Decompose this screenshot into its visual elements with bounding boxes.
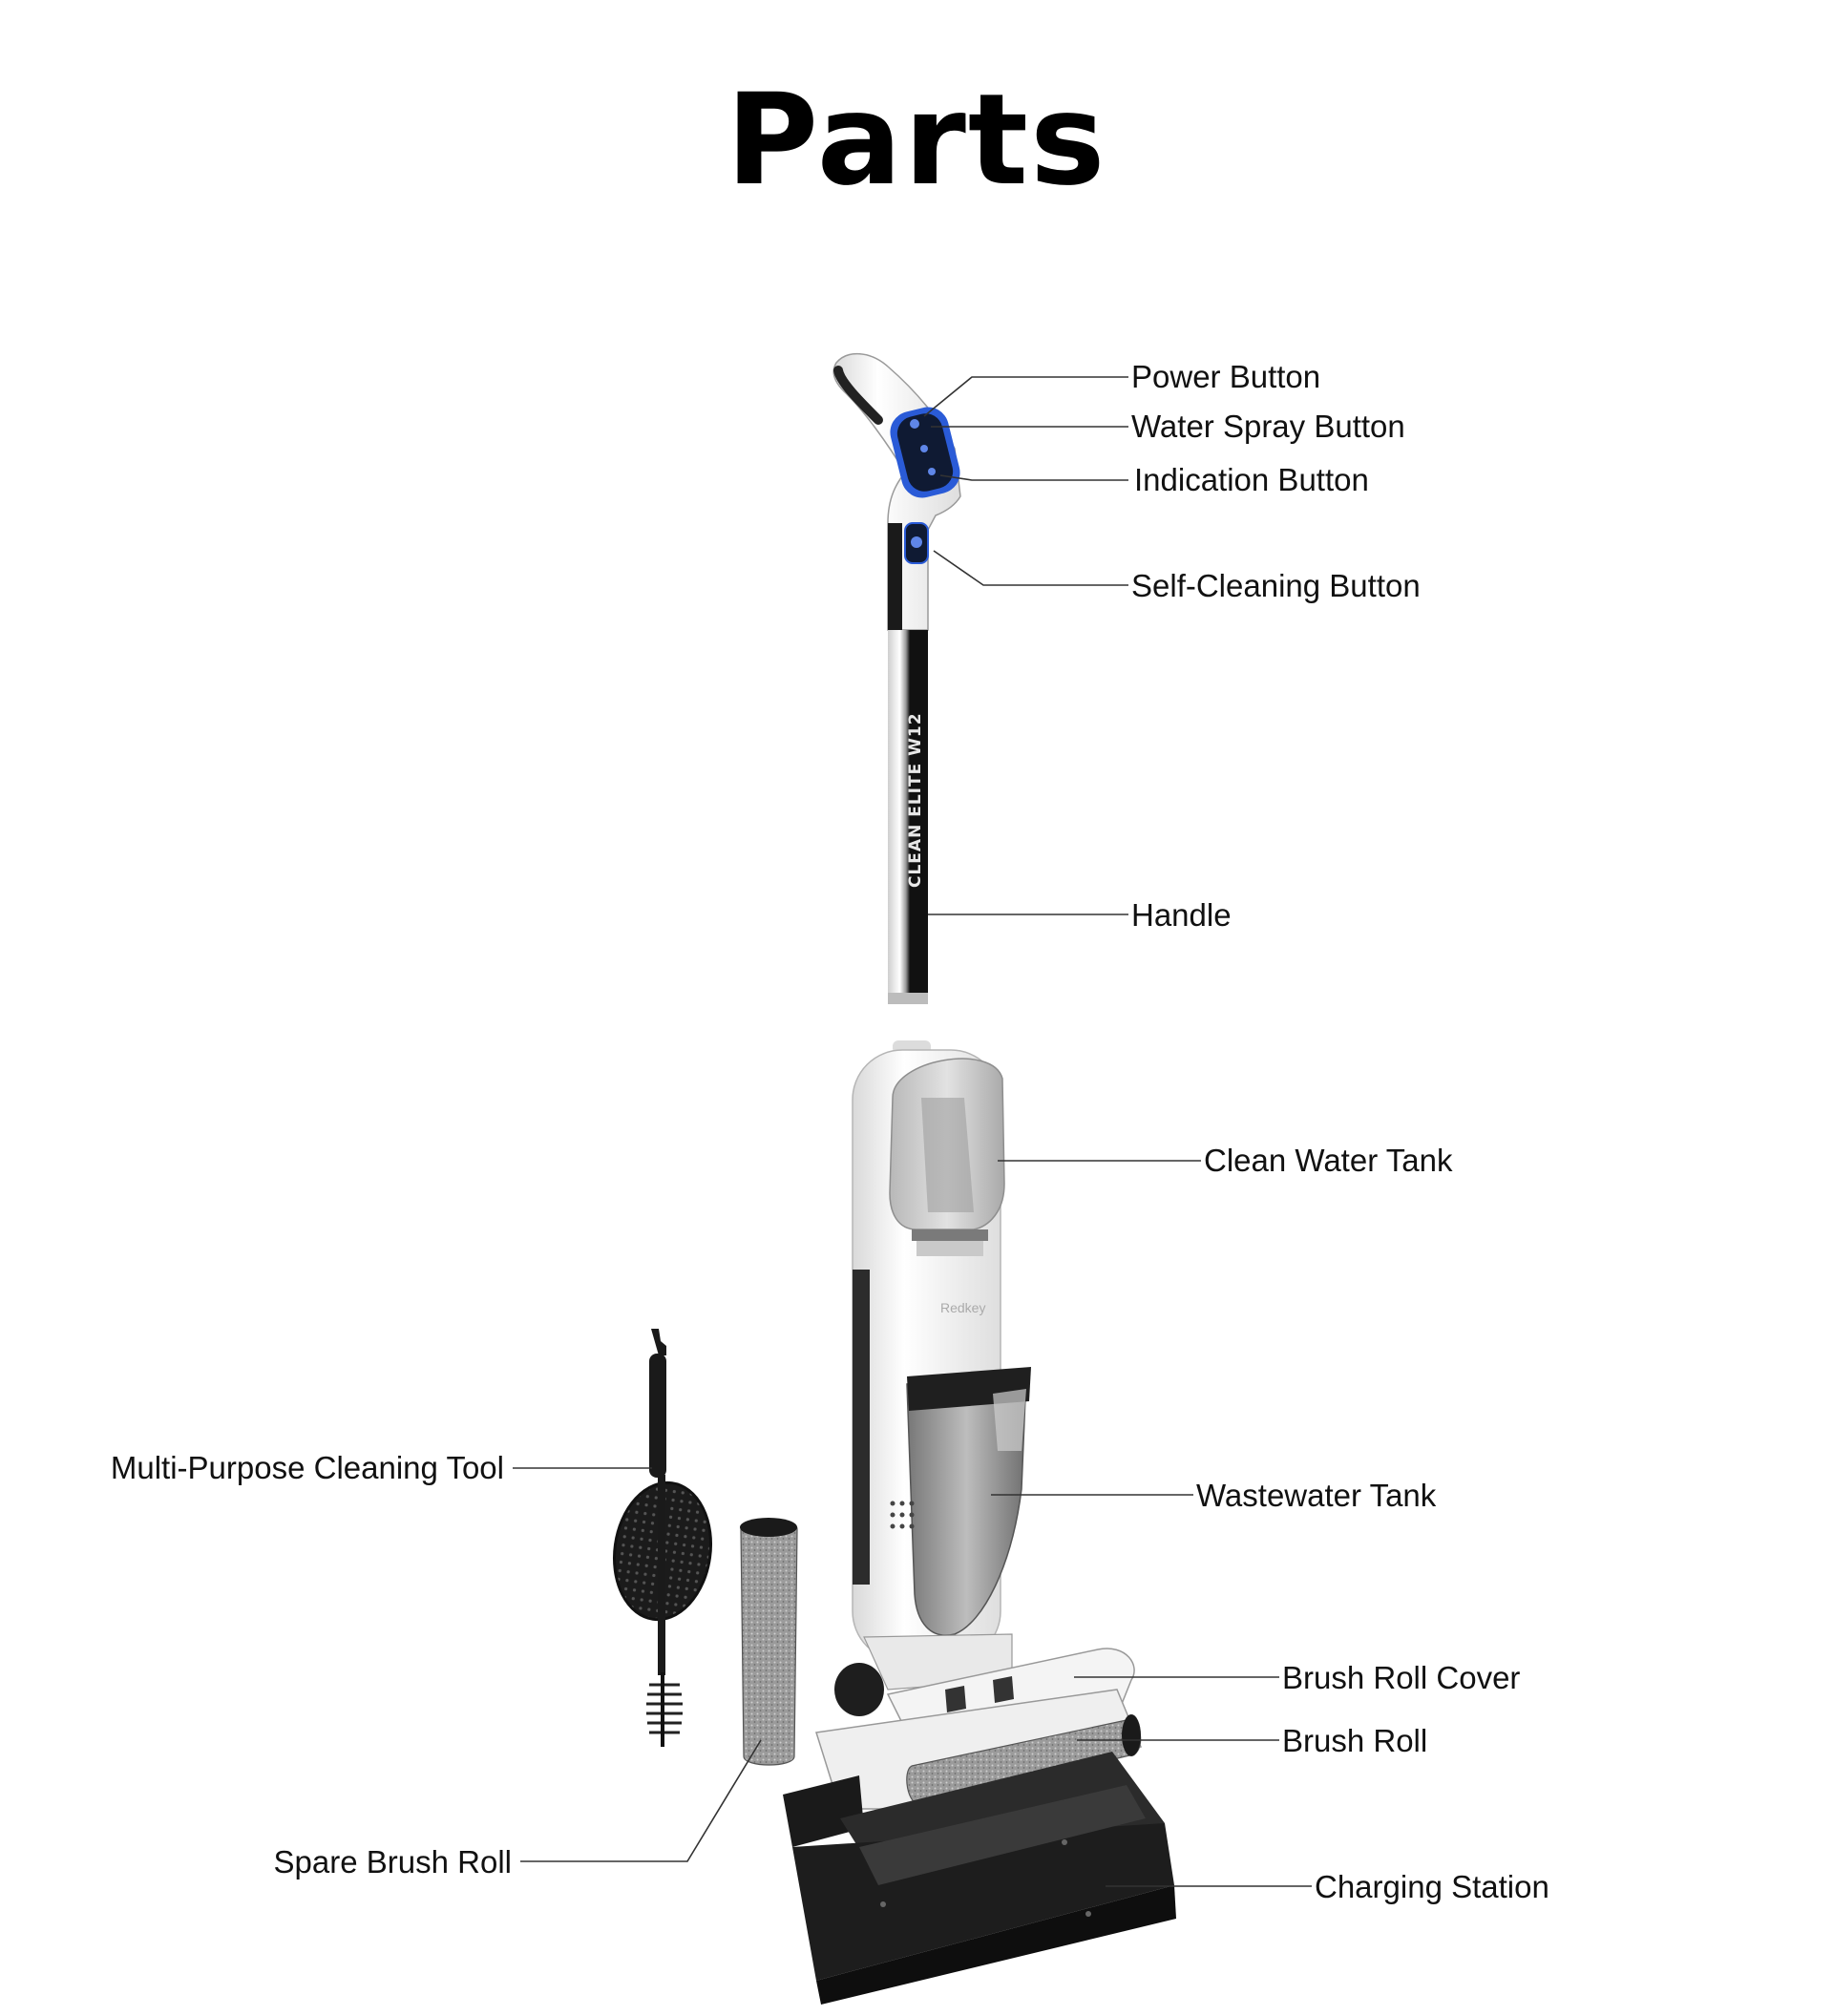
wastewater-tank-shape <box>906 1374 1027 1636</box>
label-water-spray-button: Water Spray Button <box>1131 409 1405 444</box>
main-body: Redkey <box>852 1040 1031 1662</box>
floor-head <box>815 1633 1143 1810</box>
power-button-icon <box>910 419 919 429</box>
water-spray-icon <box>920 445 928 452</box>
label-clean-water-tank: Clean Water Tank <box>1204 1143 1453 1178</box>
leader-lines <box>513 376 1312 1887</box>
label-multi-purpose-cleaning-tool: Multi-Purpose Cleaning Tool <box>111 1450 504 1485</box>
handle-pole <box>888 630 928 1004</box>
charging-station-shape <box>783 1752 1176 2005</box>
page-title: Parts <box>726 67 1107 214</box>
handle-assembly: CLEAN ELITE W12 <box>832 352 961 1004</box>
self-cleaning-icon <box>911 536 922 548</box>
indication-icon <box>928 468 936 475</box>
label-wastewater-tank: Wastewater Tank <box>1196 1478 1437 1513</box>
brand-mark: Redkey <box>940 1300 985 1315</box>
label-power-button: Power Button <box>1131 359 1320 394</box>
label-self-cleaning-button: Self-Cleaning Button <box>1131 568 1421 603</box>
label-charging-station: Charging Station <box>1315 1869 1549 1904</box>
label-brush-roll: Brush Roll <box>1282 1723 1427 1758</box>
label-brush-roll-cover: Brush Roll Cover <box>1282 1660 1520 1695</box>
label-handle: Handle <box>1131 897 1232 933</box>
model-engraving: CLEAN ELITE W12 <box>906 712 925 888</box>
label-spare-brush-roll: Spare Brush Roll <box>274 1844 512 1880</box>
label-indication-button: Indication Button <box>1134 462 1369 497</box>
multi-purpose-cleaning-tool-shape <box>612 1329 713 1747</box>
spare-brush-roll-shape <box>740 1518 798 1766</box>
